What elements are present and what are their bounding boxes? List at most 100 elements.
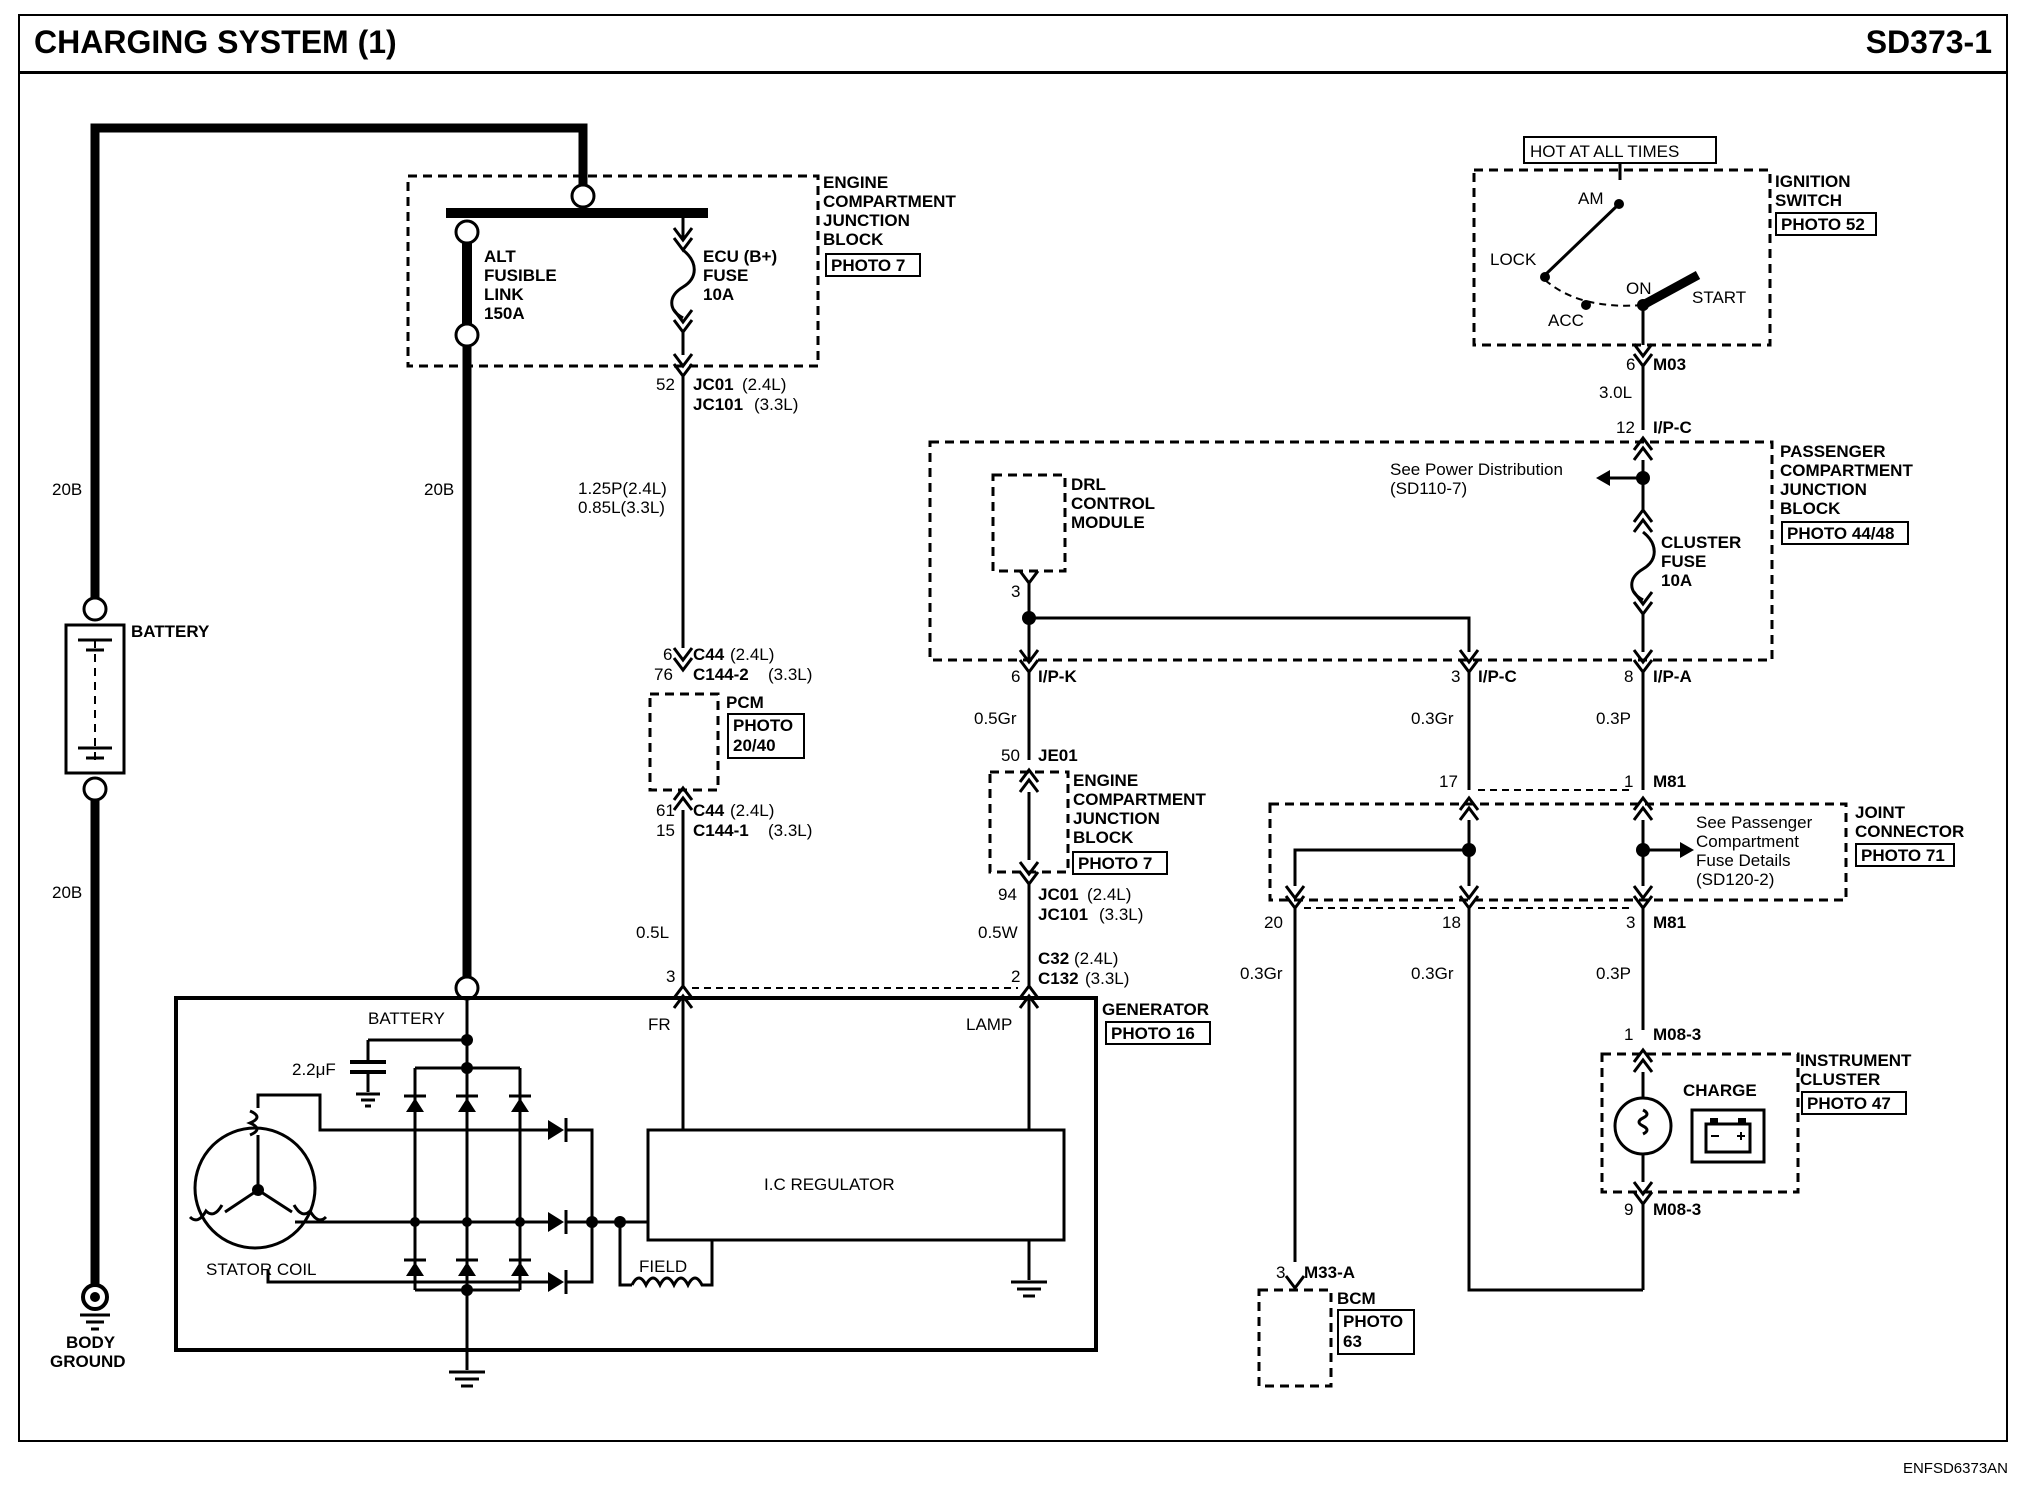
cluster-pin-9: 9	[1624, 1200, 1633, 1219]
pin-12: 12	[1616, 418, 1635, 437]
jc-pin-17: 17	[1439, 772, 1458, 791]
pin-2-lamp: 2	[1011, 967, 1020, 986]
ign-wire: 3.0L	[1599, 383, 1632, 402]
joint-title-2: CONNECTOR	[1855, 822, 1964, 841]
instrument-cluster: 1 M08-3 CHARGE INSTRUMENT CLUSTER PHOTO …	[1600, 1025, 1912, 1290]
conn-jc01-suffix: (2.4L)	[742, 375, 786, 394]
conn-jc101-b-suffix: (3.3L)	[1099, 905, 1143, 924]
pin-76: 76	[654, 665, 673, 684]
conn-c144-1-suffix: (3.3L)	[768, 821, 812, 840]
ecu-fuse-1: ECU (B+)	[703, 247, 777, 266]
ignition-switch: HOT AT ALL TIMES IGNITION SWITCH PHOTO 5…	[1472, 136, 1877, 430]
fr-wire: 0.5L	[636, 923, 669, 942]
cluster-fuse-3: 10A	[1661, 571, 1692, 590]
drl-title-3: MODULE	[1071, 513, 1145, 532]
ic-regulator	[646, 1128, 1066, 1242]
drl-pin-3: 3	[1011, 582, 1020, 601]
conn-m81-bottom: M81	[1653, 913, 1686, 932]
ic-regulator-label: I.C REGULATOR	[764, 1175, 895, 1194]
ecu-fuse-3: 10A	[703, 285, 734, 304]
pcm-wire-1: 1.25P(2.4L)	[578, 479, 667, 498]
conn-c32: C32	[1038, 949, 1069, 968]
conn-c44: C44	[693, 645, 725, 664]
jc-pin-3: 3	[1626, 913, 1635, 932]
bcm: 3 M33-A BCM PHOTO 63	[1257, 1263, 1415, 1388]
conn-jc01: JC01	[693, 375, 734, 394]
alt-fusible-link-1: ALT	[484, 247, 516, 266]
conn-m33a: M33-A	[1304, 1263, 1355, 1282]
joint-photo: PHOTO 71	[1861, 846, 1945, 865]
cluster-photo: PHOTO 47	[1807, 1094, 1891, 1113]
pcm-module	[648, 692, 720, 792]
see-pcfd-1: See Passenger	[1696, 813, 1813, 832]
cluster-title-2: CLUSTER	[1800, 1070, 1880, 1089]
conn-ipc-12: I/P-C	[1653, 418, 1692, 437]
bcm-label: BCM	[1337, 1289, 1376, 1308]
joint-connector: 17 1 M81 See Passenger Compartment Fuse …	[1240, 772, 1964, 1292]
drl-wire-1: 0.5Gr	[974, 709, 1017, 728]
pcm-path: 52 JC01 (2.4L) JC101 (3.3L) 1.25P(2.4L) …	[578, 375, 812, 1009]
ecjb-title-3: JUNCTION	[823, 211, 910, 230]
pin-ipk: 6	[1011, 667, 1020, 686]
ecjb-photo: PHOTO 7	[831, 256, 905, 275]
conn-m08-bottom: M08-3	[1653, 1200, 1701, 1219]
wire-18: 0.3Gr	[1411, 964, 1454, 983]
ign-lock: LOCK	[1490, 250, 1537, 269]
wire-20: 0.3Gr	[1240, 964, 1283, 983]
battery-terminal: BATTERY	[368, 1009, 445, 1028]
ecjb2-title-4: BLOCK	[1073, 828, 1134, 847]
bcm-module	[1257, 1288, 1333, 1388]
conn-c144-1: C144-1	[693, 821, 749, 840]
joint-title-1: JOINT	[1855, 803, 1906, 822]
page-title: CHARGING SYSTEM (1)	[34, 24, 397, 60]
battery-wire-top: 20B	[52, 480, 82, 499]
battery-circuit: BATTERY 20B 20B BODY GROUND	[50, 123, 588, 1371]
conn-m81-top: M81	[1653, 772, 1686, 791]
title-bar: CHARGING SYSTEM (1) SD373-1	[18, 14, 2008, 74]
ign-am: AM	[1578, 189, 1604, 208]
engine-junction-block-top: ALT FUSIBLE LINK 150A ECU (B+) FUSE 10A …	[406, 173, 956, 1001]
jc-pin-20: 20	[1264, 913, 1283, 932]
conn-jc101-b: JC101	[1038, 905, 1088, 924]
see-pcfd-2: Compartment	[1696, 832, 1799, 851]
conn-ipc-3: I/P-C	[1478, 667, 1517, 686]
cluster-pin-1: 1	[1624, 1025, 1633, 1044]
conn-c44-b-suffix: (2.4L)	[730, 801, 774, 820]
pcjb-title-4: BLOCK	[1780, 499, 1841, 518]
drl-module	[991, 473, 1067, 573]
ign-acc: ACC	[1548, 311, 1584, 330]
ecjb2-title-1: ENGINE	[1073, 771, 1138, 790]
charge-label: CHARGE	[1683, 1081, 1757, 1100]
conn-je01: JE01	[1038, 746, 1078, 765]
ecjb2-title-3: JUNCTION	[1073, 809, 1160, 828]
alt-fusible-link-4: 150A	[484, 304, 525, 323]
pin-6: 6	[663, 645, 672, 664]
generator-photo: PHOTO 16	[1111, 1024, 1195, 1043]
pcjb-title-2: COMPARTMENT	[1780, 461, 1913, 480]
conn-c132: C132	[1038, 969, 1079, 988]
ecjb-title-2: COMPARTMENT	[823, 192, 956, 211]
document-code: SD373-1	[1865, 24, 1992, 60]
ign-start: START	[1692, 288, 1746, 307]
conn-c32-suffix: (2.4L)	[1074, 949, 1118, 968]
pin-ipa-8: 8	[1624, 667, 1633, 686]
see-power-dist-1: See Power Distribution	[1390, 460, 1563, 479]
diagram-frame	[18, 14, 2008, 1442]
pcm-label: PCM	[726, 693, 764, 712]
alt-fusible-link-2: FUSIBLE	[484, 266, 557, 285]
ecjb-title-1: ENGINE	[823, 173, 888, 192]
ecjb2-title-2: COMPARTMENT	[1073, 790, 1206, 809]
passenger-junction-block: 12 I/P-C See Power Distribution (SD110-7…	[928, 418, 1913, 790]
ign-on: ON	[1626, 279, 1652, 298]
conn-c44-b: C44	[693, 801, 725, 820]
drl-wire-2: 0.5W	[978, 923, 1018, 942]
conn-jc101-suffix: (3.3L)	[754, 395, 798, 414]
pcjb-title-3: JUNCTION	[1780, 480, 1867, 499]
pin-je01: 50	[1001, 746, 1020, 765]
cluster-title-1: INSTRUMENT	[1800, 1051, 1912, 1070]
conn-m03: M03	[1653, 355, 1686, 374]
pcjb-title-1: PASSENGER	[1780, 442, 1886, 461]
bcm-photo-2: 63	[1343, 1332, 1362, 1351]
lamp-terminal: LAMP	[966, 1015, 1012, 1034]
